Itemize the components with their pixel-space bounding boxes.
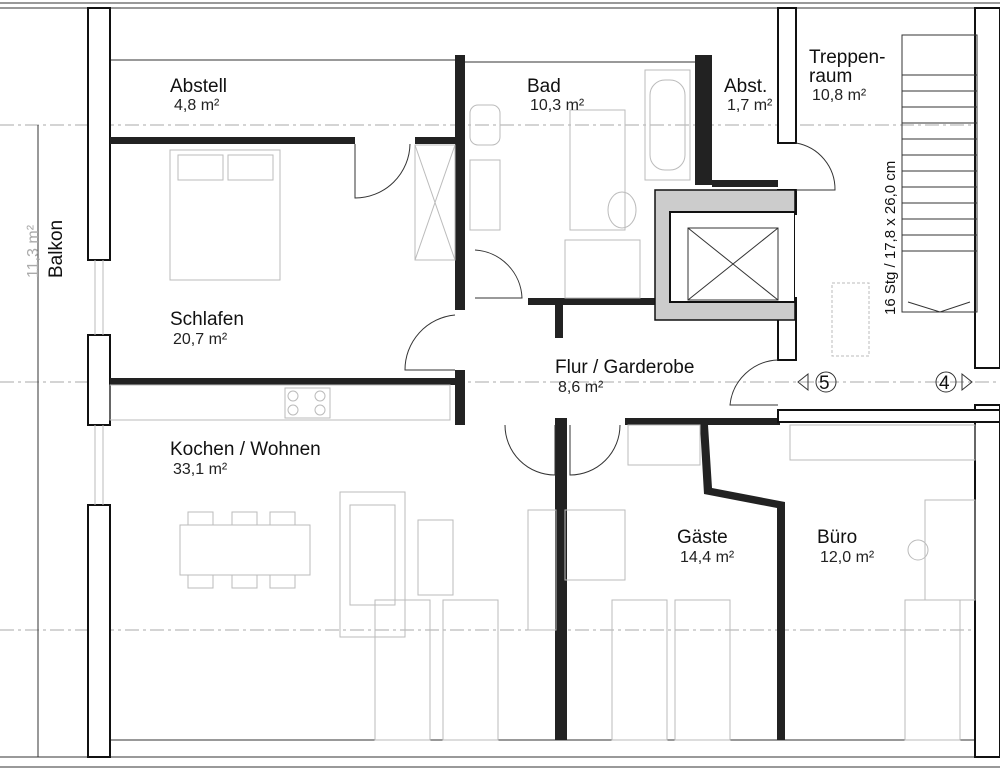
room-area-buero: 12,0 m² xyxy=(820,549,875,566)
room-name-treppenraum-2: raum xyxy=(809,66,852,87)
interior-walls xyxy=(110,55,1000,740)
elevator-shaft xyxy=(654,189,805,321)
room-area-treppenraum: 10,8 m² xyxy=(812,87,867,104)
room-area-schlafen: 20,7 m² xyxy=(173,331,228,348)
room-name-buero: Büro xyxy=(817,527,857,548)
room-area-flur: 8,6 m² xyxy=(558,379,604,396)
axis-marker-5: 5 xyxy=(797,371,837,394)
axis-marker-4: 4 xyxy=(935,371,973,394)
room-area-kochen-wohnen: 33,1 m² xyxy=(173,461,228,478)
doors xyxy=(354,142,836,476)
room-area-bad: 10,3 m² xyxy=(530,97,585,114)
room-area-abst: 1,7 m² xyxy=(727,97,773,114)
room-area-gaeste: 14,4 m² xyxy=(680,549,735,566)
room-name-schlafen: Schlafen xyxy=(170,309,244,330)
room-name-bad: Bad xyxy=(527,76,561,97)
room-labels: Abstell 4,8 m² Bad 10,3 m² Abst. 1,7 m² … xyxy=(25,47,899,566)
room-name-balkon: Balkon xyxy=(46,220,67,278)
staircase xyxy=(831,34,978,357)
room-name-abst: Abst. xyxy=(724,76,767,97)
room-area-balkon: 11,3 m² xyxy=(25,224,42,278)
room-name-kochen-wohnen: Kochen / Wohnen xyxy=(170,439,321,460)
svg-text:4: 4 xyxy=(939,373,950,394)
room-name-flur: Flur / Garderobe xyxy=(555,357,694,378)
room-name-abstell: Abstell xyxy=(170,76,227,97)
furniture xyxy=(109,69,976,741)
svg-text:5: 5 xyxy=(819,373,830,394)
room-name-treppenraum: Treppen- xyxy=(809,47,885,68)
room-area-abstell: 4,8 m² xyxy=(174,97,220,114)
room-name-gaeste: Gäste xyxy=(677,527,728,548)
stairs-label: 16 Stg / 17,8 x 26,0 cm xyxy=(882,161,899,315)
